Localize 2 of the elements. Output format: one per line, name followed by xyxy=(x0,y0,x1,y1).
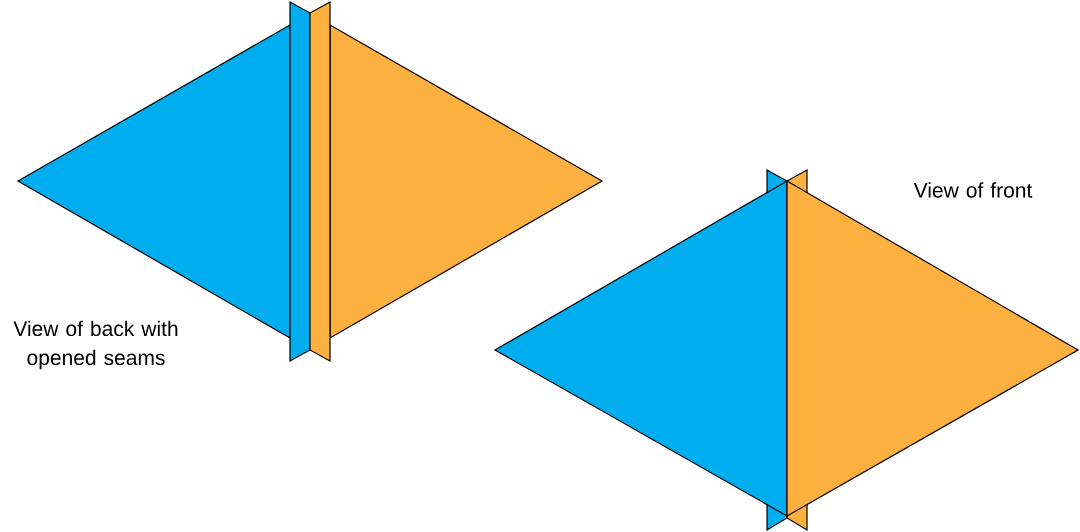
view-label: View of front xyxy=(913,182,1033,198)
view-label: View of back with opened seams xyxy=(13,320,178,370)
